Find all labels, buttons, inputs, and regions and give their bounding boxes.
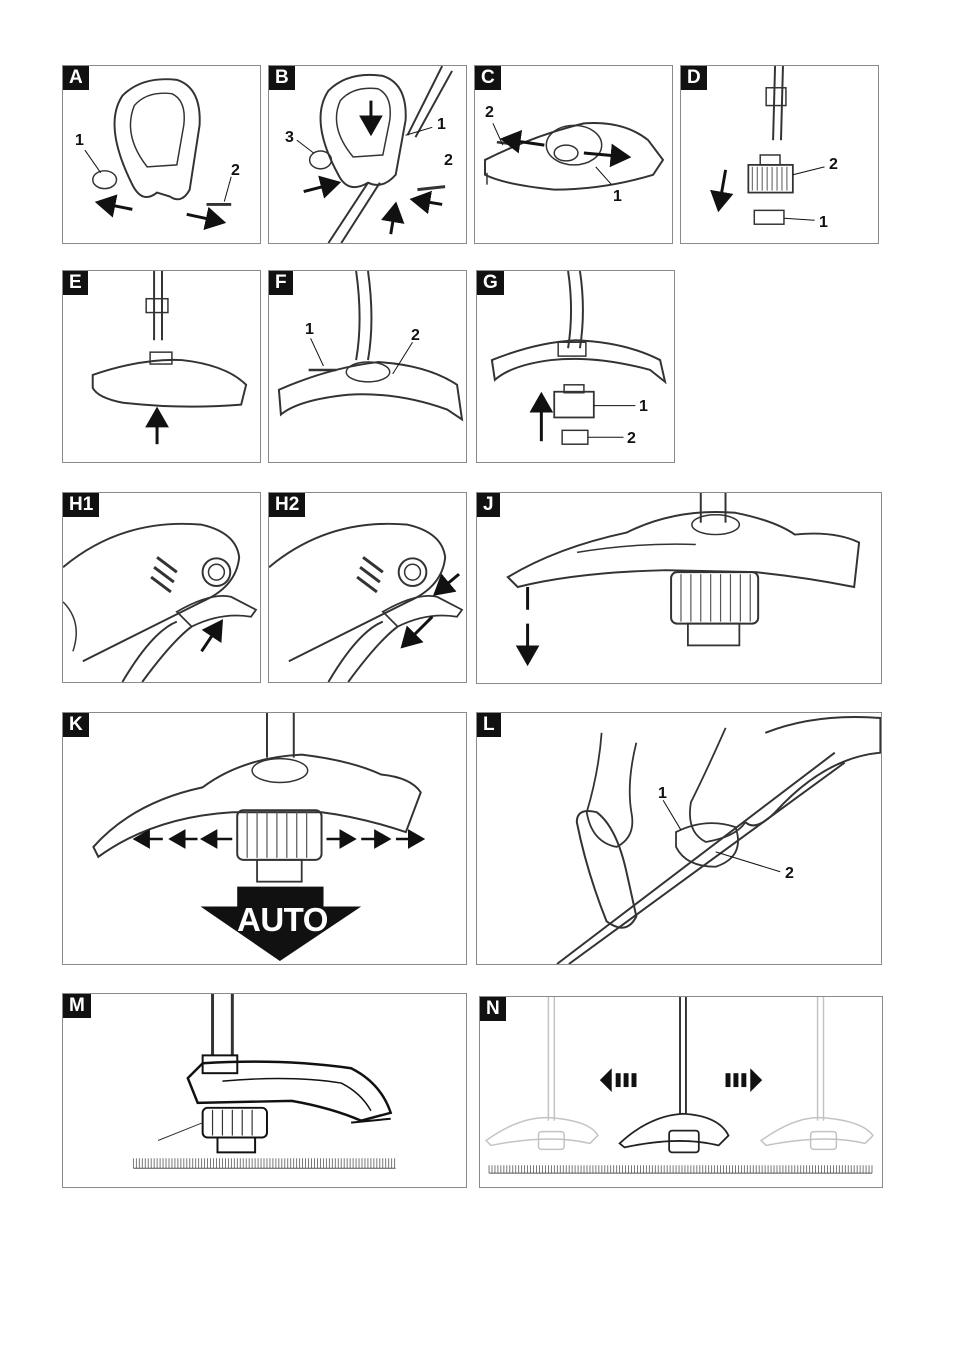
panel-label: D	[681, 66, 707, 90]
panel-label: A	[63, 66, 89, 90]
panel-k: K AUTO	[62, 712, 467, 965]
panel-label: J	[477, 493, 500, 517]
panel-label: N	[480, 997, 506, 1021]
spool-removal-illustration	[710, 66, 825, 225]
callout-2: 2	[231, 162, 240, 179]
panel-l: L 1 2	[476, 712, 882, 965]
spool-insert-illustration	[490, 271, 667, 445]
panel-label: K	[63, 713, 89, 737]
callout-1: 1	[658, 785, 667, 802]
panel-j: J	[476, 492, 882, 684]
panel-a: A 1 2	[62, 65, 261, 244]
callout-2: 2	[411, 327, 420, 344]
panel-c: C 1 2	[474, 65, 673, 244]
panel-label: M	[63, 994, 91, 1018]
panel-h2: H2	[268, 492, 467, 683]
callout-2: 2	[829, 156, 838, 173]
blade-cap-illustration	[506, 493, 861, 667]
auto-banner: AUTO	[237, 901, 328, 938]
panel-label: C	[475, 66, 501, 90]
guard-screw-fix-illustration	[277, 271, 464, 422]
panel-label: B	[269, 66, 295, 90]
panel-b: B 1 2 3	[268, 65, 467, 244]
sweep-motion-illustration	[484, 997, 874, 1174]
panel-e: E	[62, 270, 261, 463]
panel-m: M	[62, 993, 467, 1188]
lock-lever-release-illustration	[269, 522, 464, 682]
callout-1: 1	[305, 321, 314, 338]
cutting-side-illustration	[132, 994, 396, 1169]
handle-illustration	[84, 78, 232, 231]
panel-label: L	[477, 713, 501, 737]
panel-label: E	[63, 271, 88, 295]
panel-label: G	[477, 271, 504, 295]
panel-d: D 1 2	[680, 65, 879, 244]
guard-attach-illustration	[91, 271, 248, 445]
hands-grip-illustration	[556, 715, 881, 964]
panel-label: H1	[63, 493, 100, 517]
callout-1: 1	[437, 116, 446, 133]
callout-1: 1	[639, 398, 648, 415]
callout-2: 2	[444, 152, 453, 169]
callout-1: 1	[613, 188, 622, 205]
panel-label: F	[269, 271, 293, 295]
callout-1: 1	[819, 214, 828, 231]
panel-f: F 1 2	[268, 270, 467, 463]
callout-3: 3	[285, 129, 294, 146]
panel-n: N	[479, 996, 883, 1188]
panel-h1: H1	[62, 492, 261, 683]
panel-label: H2	[269, 493, 306, 517]
lock-lever-illustration	[63, 522, 258, 682]
handle-shaft-illustration	[296, 66, 453, 243]
callout-2: 2	[485, 104, 494, 121]
auto-feed-illustration	[92, 713, 426, 962]
callout-2: 2	[785, 865, 794, 882]
guard-screw-illustration	[484, 121, 665, 191]
callout-2: 2	[627, 430, 636, 447]
callout-1: 1	[75, 132, 84, 149]
panel-g: G 1 2	[476, 270, 675, 463]
